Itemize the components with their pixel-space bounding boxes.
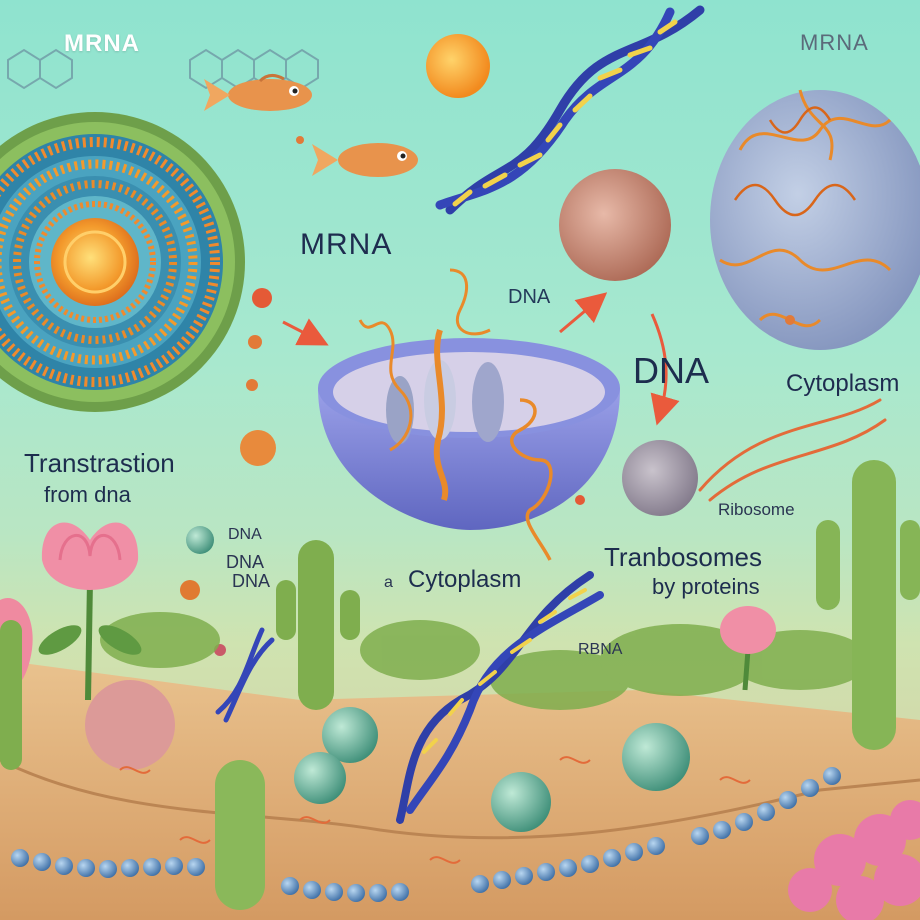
coral-cluster xyxy=(788,800,920,920)
label-mrna-top-right: MRNA xyxy=(800,30,869,55)
dna-helix-small-left xyxy=(215,627,275,723)
cactus-left xyxy=(0,620,22,770)
flower-left xyxy=(38,522,142,701)
hexagon-chain xyxy=(7,48,319,90)
bead-chain xyxy=(11,767,841,902)
pink-sphere xyxy=(85,680,175,770)
soil-squiggles xyxy=(119,756,751,864)
cactus-right xyxy=(816,460,920,750)
label-tranbosomes-line1: Tranbosomes xyxy=(604,542,762,572)
label-dna-left-3: DNA xyxy=(232,571,271,591)
dna-helix-right xyxy=(698,398,887,502)
gray-sphere xyxy=(622,440,698,516)
foliage xyxy=(100,612,870,710)
label-cytoplasm-center: Cytoplasm xyxy=(408,566,522,593)
dna-helix-top xyxy=(435,5,705,215)
flower-right xyxy=(720,606,776,691)
fish-2 xyxy=(312,143,418,177)
dna-helix-bottom xyxy=(396,571,604,824)
cactus-bottom xyxy=(215,760,265,910)
label-dna-left-2: DNA xyxy=(226,552,265,572)
label-dna-small: DNA xyxy=(508,286,551,308)
ribosome-sphere xyxy=(559,169,671,281)
label-a-prefix: a xyxy=(384,574,393,591)
teal-spheres xyxy=(186,526,690,832)
label-transcription-line2: from dna xyxy=(44,482,131,507)
label-mrna-center: MRNA xyxy=(300,228,393,261)
central-cell xyxy=(318,268,620,561)
label-tranbosomes-line2: by proteins xyxy=(652,574,760,599)
label-transcription-line1: Transtrastion xyxy=(24,448,175,478)
nucleus-cell xyxy=(0,112,245,412)
cytoplasm-blob xyxy=(710,89,920,350)
label-rbna: RBNA xyxy=(578,641,623,658)
fish-1 xyxy=(204,74,312,111)
arrows xyxy=(282,292,680,426)
label-cytoplasm-right: Cytoplasm xyxy=(786,370,900,397)
cactus-center xyxy=(276,540,360,710)
label-dna-left-1: DNA xyxy=(228,526,262,543)
label-ribosome: Ribosome xyxy=(718,500,795,519)
sun xyxy=(426,34,490,98)
label-mrna-top-left: MRNA xyxy=(64,30,140,57)
label-dna-large: DNA xyxy=(633,350,710,391)
